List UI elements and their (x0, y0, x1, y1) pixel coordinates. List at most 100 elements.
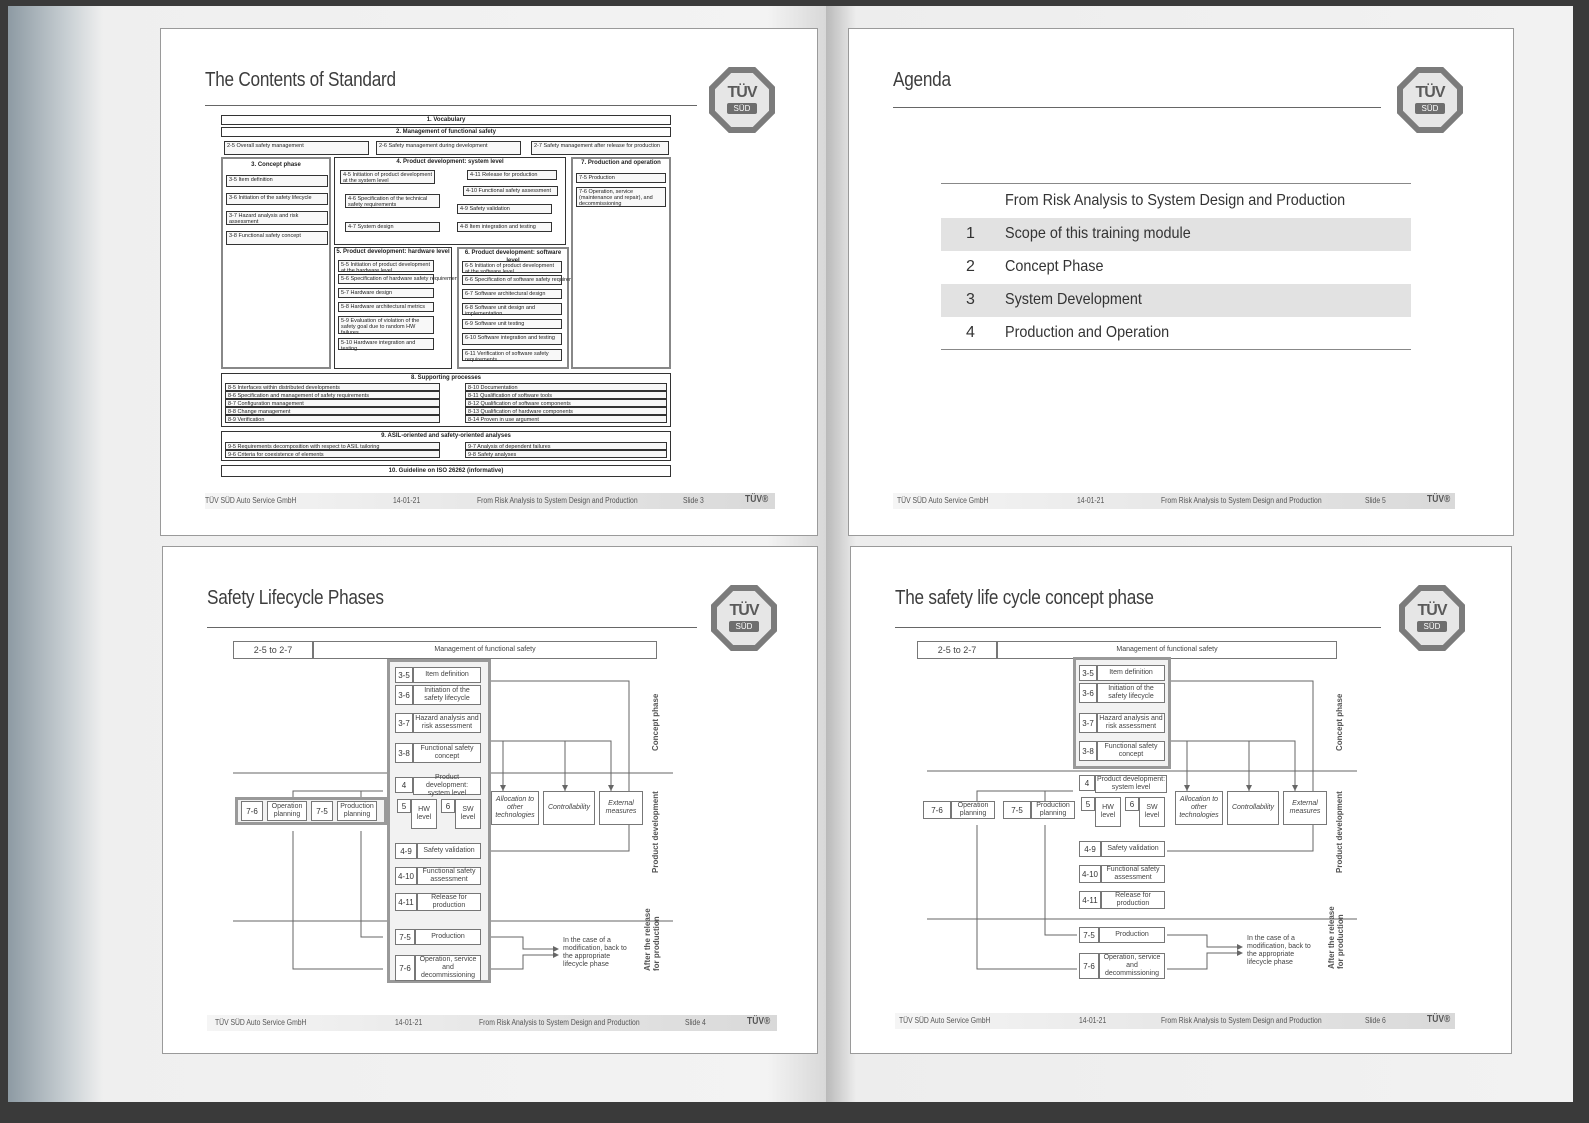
agenda-item[interactable]: 2 Concept Phase (941, 251, 1411, 284)
footer-date: 14-01-21 (1079, 1016, 1107, 1025)
validation-number: 4-10 (1079, 865, 1101, 883)
footer-date: 14-01-21 (393, 496, 421, 505)
software-item: 6-7 Software architectural design (462, 289, 562, 299)
asil-header: 9. ASIL-oriented and safety-oriented ana… (222, 432, 670, 440)
footer-company: TÜV SÜD Auto Service GmbH (215, 1018, 307, 1027)
footer-company: TÜV SÜD Auto Service GmbH (899, 1016, 991, 1025)
validation-label: Safety validation (417, 843, 481, 859)
agenda-item-label: Scope of this training module (1005, 225, 1191, 242)
pd-label: Product development: system level (413, 774, 481, 797)
asil-item: 9-6 Criteria for coexistence of elements (225, 450, 440, 458)
vocabulary-header: 1. Vocabulary (221, 115, 671, 125)
allocation-box: Allocation to other technologies (491, 791, 539, 825)
guideline-header: 10. Guideline on ISO 26262 (informative) (221, 465, 671, 477)
footer-date: 14-01-21 (395, 1018, 423, 1027)
production-label: Production (1099, 927, 1165, 943)
phase-product-label: Product development (1335, 791, 1344, 873)
prod-plan-number: 7-5 (311, 801, 333, 821)
step-label: Item definition (413, 667, 481, 683)
concept-item: 3-8 Functional safety concept (226, 231, 328, 245)
hardware-item: 5-5 Initiation of product development at… (338, 260, 434, 274)
support-item: 8-14 Proven in use argument (465, 415, 667, 423)
software-header: 6. Product development: software level (459, 249, 567, 264)
step-label: Initiation of the safety lifecycle (413, 685, 481, 705)
production-label: Production (415, 929, 481, 945)
production-header: 7. Production and operation (573, 159, 669, 168)
title-rule (207, 627, 697, 628)
support-item: 8-5 Interfaces within distributed develo… (225, 383, 440, 391)
agenda-item[interactable]: 3 System Development (941, 284, 1411, 317)
validation-label: Safety validation (1101, 841, 1165, 857)
system-item: 4-9 Safety validation (457, 204, 552, 214)
agenda-item-number: 2 (966, 258, 975, 275)
prod-plan-label: Production planning (1031, 801, 1075, 819)
prod-plan-number: 7-5 (1003, 801, 1031, 819)
agenda-item-number: 1 (966, 225, 975, 242)
footer-slide-number: Slide 3 (683, 496, 704, 505)
op-plan-label: Operation planning (267, 801, 307, 821)
hw-label: HW level (411, 799, 437, 829)
concept-header: 3. Concept phase (225, 161, 327, 170)
validation-label: Release for production (1101, 891, 1165, 909)
production-number: 7-5 (395, 929, 415, 945)
hardware-block: 5. Product development: hardware level 5… (334, 247, 462, 369)
footer-course: From Risk Analysis to System Design and … (1161, 1016, 1322, 1025)
footer-slide-number: Slide 4 (685, 1018, 706, 1027)
pd-number: 4 (1079, 775, 1095, 791)
external-box: External measures (1283, 791, 1327, 825)
hardware-item: 5-10 Hardware integration and testing (338, 338, 434, 352)
lifecycle-connectors (927, 680, 1357, 970)
prod-plan-label: Production planning (337, 801, 377, 821)
agenda-item-number: 4 (966, 324, 975, 341)
footer-slide-number: Slide 5 (1365, 496, 1386, 505)
software-item: 6-9 Software unit testing (462, 319, 562, 329)
support-item: 8-7 Configuration management (225, 399, 440, 407)
lifecycle-connectors (233, 680, 673, 970)
asil-item: 9-7 Analysis of dependent failures (465, 442, 667, 450)
footer-slide-number: Slide 6 (1365, 1016, 1386, 1025)
sw-number: 6 (441, 799, 455, 813)
mgmt-item: 2-5 Overall safety management (224, 141, 369, 155)
hardware-item: 5-6 Specification of hardware safety req… (338, 274, 462, 284)
agenda-item[interactable]: 1 Scope of this training module (941, 218, 1411, 251)
op-plan-label: Operation planning (951, 801, 995, 819)
software-block: 6. Product development: software level 6… (457, 247, 584, 369)
production-block: 7. Production and operation 7-5 Producti… (571, 157, 671, 369)
mgmt-item: 2-6 Safety management during development (376, 141, 521, 155)
agenda-bottom-rule (941, 349, 1411, 350)
production-item: 7-6 Operation, service (maintenance and … (576, 187, 666, 207)
pd-number: 4 (395, 777, 413, 793)
support-item: 8-10 Documentation (465, 383, 667, 391)
step-label: Hazard analysis and risk assessment (413, 713, 481, 733)
production-number: 7-5 (1079, 927, 1099, 943)
step-number: 3-7 (395, 713, 413, 733)
system-item: 4-7 System design (345, 222, 440, 232)
op-plan-number: 7-6 (241, 801, 263, 821)
footer-date: 14-01-21 (1077, 496, 1105, 505)
hardware-item: 5-7 Hardware design (338, 288, 434, 298)
agenda-item[interactable]: 4 Production and Operation (941, 317, 1411, 350)
lifecycle-diagram: 2-5 to 2-7 Management of functional safe… (917, 641, 1357, 989)
footer-brand: TÜV® (1427, 1014, 1451, 1025)
system-block: 4. Product development: system level 4-5… (334, 157, 566, 245)
footer-company: TÜV SÜD Auto Service GmbH (897, 496, 989, 505)
asil-block: 9. ASIL-oriented and safety-oriented ana… (221, 431, 671, 461)
phase-concept-label: Concept phase (1335, 693, 1344, 751)
footer-brand: TÜV® (745, 494, 769, 505)
mgmt-label: Management of functional safety (313, 641, 657, 659)
operation-label: Operation, service and decommissioning (1099, 953, 1165, 979)
system-item: 4-8 Item integration and testing (457, 222, 552, 232)
pd-label: Product development: system level (1095, 775, 1167, 793)
modification-note: In the case of a modification, back to t… (563, 937, 627, 968)
validation-label: Release for production (417, 893, 481, 911)
validation-number: 4-9 (395, 843, 417, 859)
support-item: 8-12 Qualification of software component… (465, 399, 667, 407)
support-item: 8-13 Qualification of hardware component… (465, 407, 667, 415)
operation-number: 7-6 (395, 955, 415, 981)
slide-footer: TÜV SÜD Auto Service GmbH 14-01-21 From … (895, 1013, 1455, 1029)
